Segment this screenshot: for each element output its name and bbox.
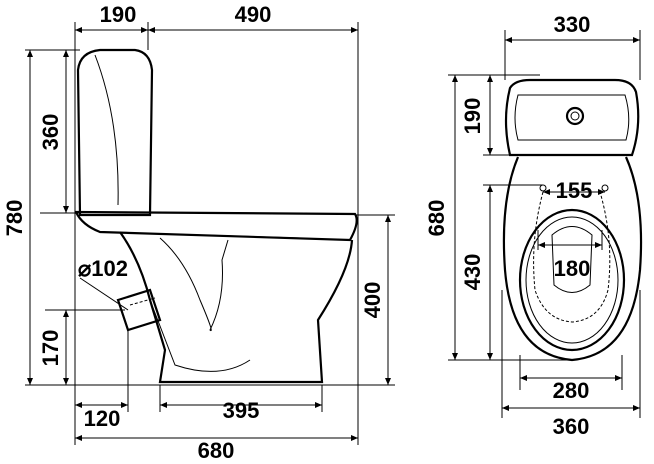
dim-total-length-top: 680	[424, 200, 449, 237]
dim-bowl-length: 490	[235, 2, 272, 27]
dim-total-length: 680	[198, 438, 235, 463]
dim-seat-height: 400	[360, 282, 385, 319]
top-view: 330 680 190 430 155 180 280 360	[424, 12, 643, 439]
dim-tank-width: 330	[554, 12, 591, 37]
side-view: 190 490 360 780 ⌀102 170 400 120 395 680	[2, 2, 395, 463]
dim-bowl-length-top: 430	[460, 254, 485, 291]
cistern-side	[76, 48, 154, 217]
dim-total-height: 780	[2, 200, 27, 237]
dim-foot-width: 280	[553, 378, 590, 403]
dim-outlet-height: 170	[38, 330, 63, 367]
dim-tank-depth-top: 190	[460, 98, 485, 135]
outlet-pipe	[116, 288, 162, 332]
dim-tank-depth: 190	[100, 2, 137, 27]
bowl-body	[119, 231, 354, 384]
cistern-top	[504, 78, 640, 157]
dim-tank-height: 360	[38, 114, 63, 151]
dim-total-width: 360	[553, 414, 590, 439]
dim-outlet-offset: 120	[84, 406, 121, 431]
dim-outlet-diameter: ⌀102	[78, 256, 128, 281]
dim-hinge-spacing: 155	[556, 178, 593, 203]
dim-opening-width: 180	[554, 256, 591, 281]
flush-button-icon	[565, 106, 585, 126]
seat-ring	[518, 208, 626, 352]
bowl-rim	[74, 210, 358, 242]
dim-foot-length: 395	[223, 398, 260, 423]
